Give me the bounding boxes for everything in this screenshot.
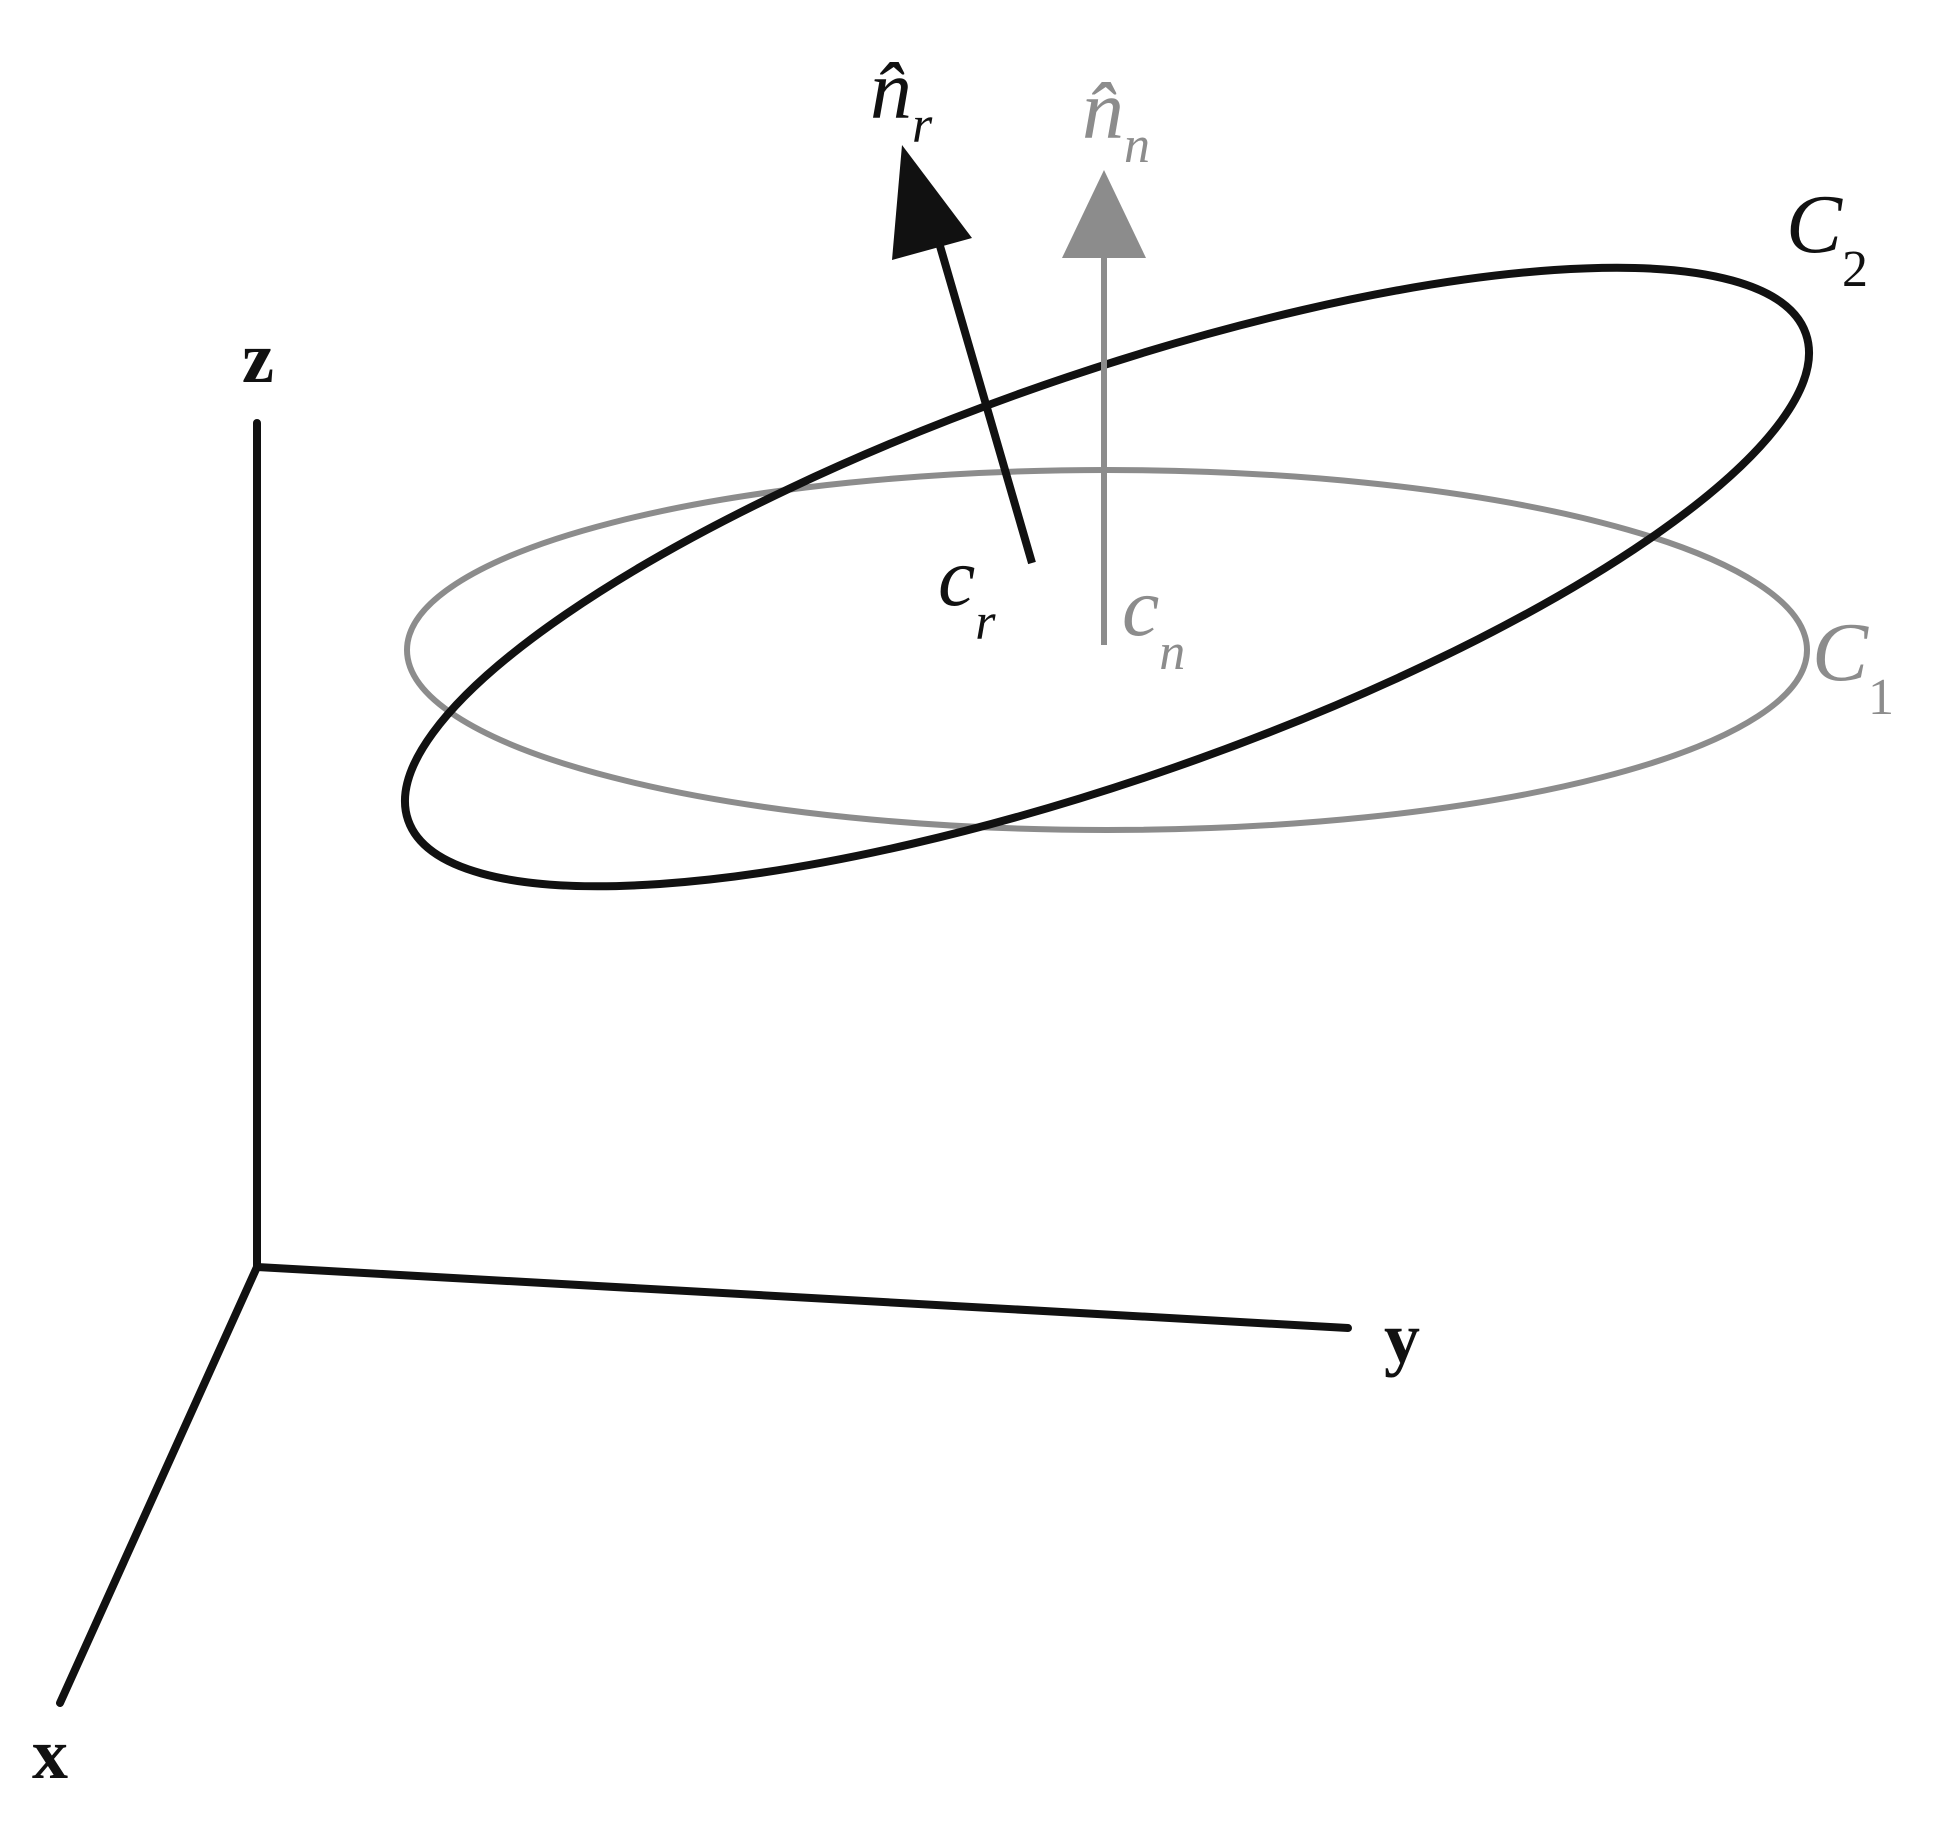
rotated-center-label: cr (938, 531, 996, 651)
nominal-normal-label: n̂n (1082, 64, 1150, 174)
nominal-center-label: cn (1122, 561, 1185, 681)
tilted-circle-label: C2 (1786, 178, 1868, 298)
x-axis (56, 1263, 261, 1707)
nominal-normal-arrow (1062, 170, 1146, 645)
flat-circle-label: C1 (1812, 606, 1894, 726)
nominal-arrowhead (1062, 170, 1146, 258)
rotated-normal-arrow (892, 145, 1036, 565)
z-axis-label: z (242, 318, 274, 398)
rotated-normal-label: n̂r (870, 44, 933, 154)
y-axis (253, 1263, 1352, 1332)
tilted-circle-c2 (401, 263, 1813, 891)
x-axis-label: x (32, 1714, 68, 1794)
coordinate-axes (56, 419, 1352, 1707)
rotated-arrowhead (892, 145, 972, 260)
y-axis-label: y (1384, 1298, 1420, 1378)
